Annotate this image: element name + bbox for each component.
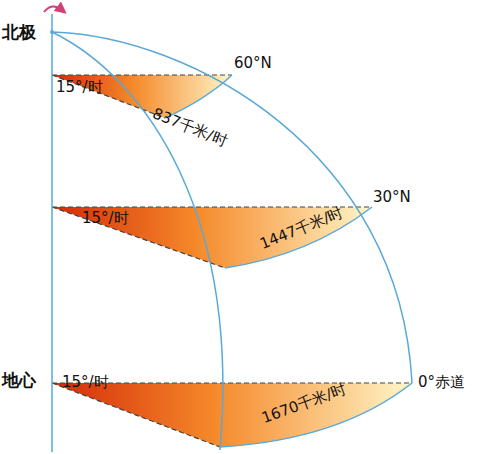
meridians [52, 14, 412, 452]
pole-label: 北极 [2, 24, 36, 41]
center-label: 地心 [2, 372, 36, 389]
pole-point [50, 30, 54, 34]
rotation-arrow [44, 6, 62, 12]
sector-equator [52, 383, 412, 447]
latitude-label: 60°N [234, 56, 272, 71]
angular-speed: 15°/时 [56, 80, 103, 95]
angular-speed: 15°/时 [62, 375, 109, 390]
sector-60n [52, 75, 232, 118]
linear-speed: 837千米/时 [150, 106, 229, 149]
radius-lines [52, 75, 412, 447]
latitude-label: 30°N [373, 190, 411, 205]
angular-speed: 15°/时 [82, 211, 129, 226]
latitude-label: 0°赤道 [418, 375, 465, 390]
